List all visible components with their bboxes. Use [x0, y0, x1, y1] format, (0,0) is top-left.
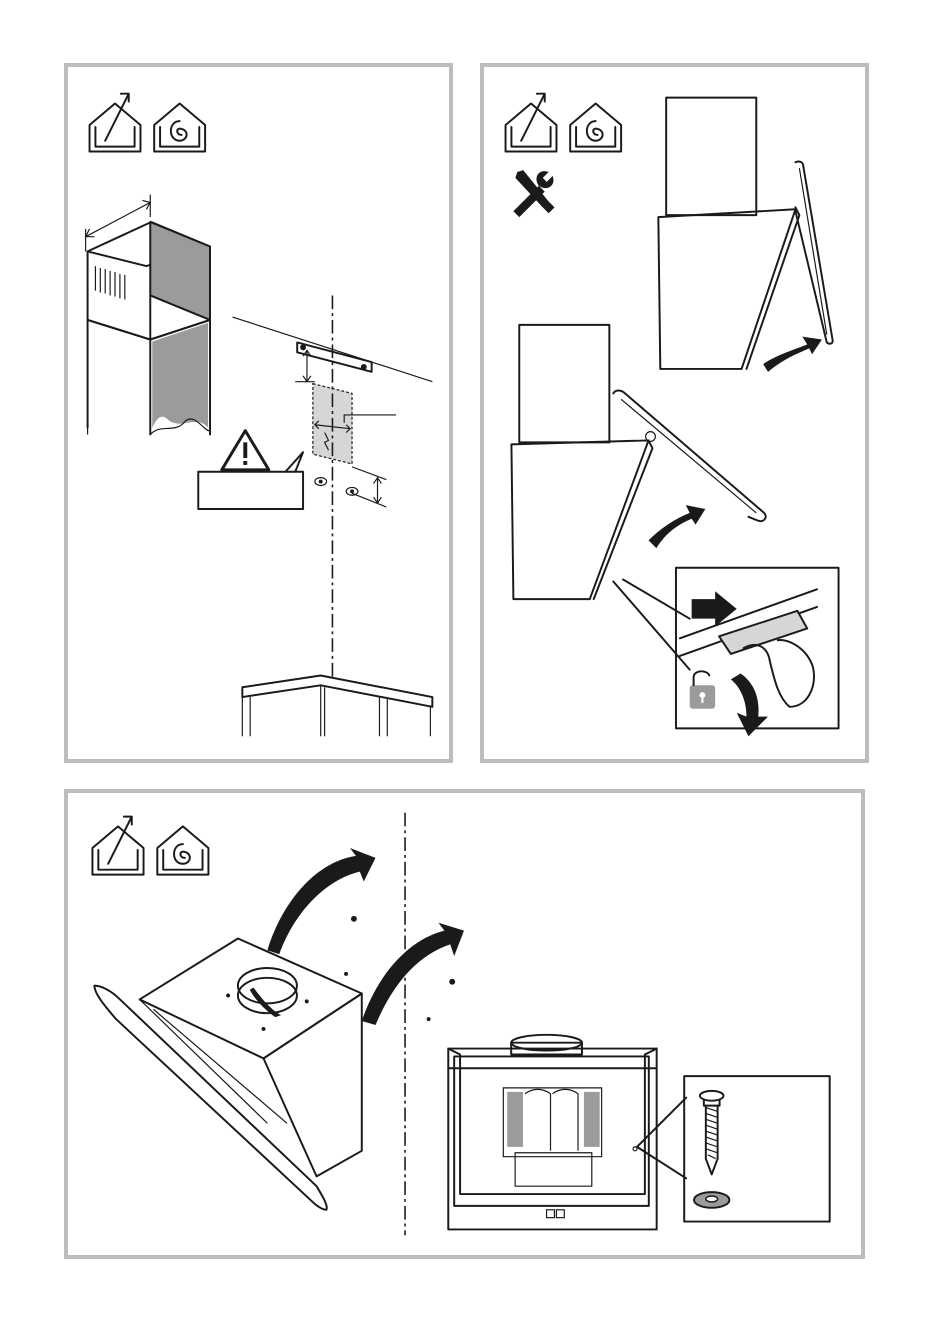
- exhaust-collar: [238, 968, 297, 1017]
- fan-motor: [503, 1088, 601, 1186]
- recirculation-house-icon: [154, 103, 205, 151]
- ducted-exhaust-house-icon: [92, 817, 143, 875]
- hang-arrow-1: [267, 848, 375, 954]
- vent-slots: [95, 266, 124, 299]
- hood-lower: [511, 325, 765, 599]
- exhaust-collar-front: [511, 1035, 582, 1055]
- hood-front-view: [448, 1035, 656, 1230]
- chimney-width-dimension: [86, 195, 151, 252]
- screw-and-washer-icon: [684, 1076, 829, 1221]
- screw: [700, 1091, 724, 1175]
- zoom-callout-lines: [613, 580, 689, 670]
- control-buttons: [547, 1210, 565, 1218]
- open-glass-panel-illustration: [484, 67, 865, 759]
- panel-chimney-mounting: [64, 63, 453, 763]
- warning-callout: [198, 431, 303, 509]
- tools-icon: [513, 170, 554, 217]
- ducted-exhaust-house-icon: [90, 94, 141, 152]
- wall-plugs: [315, 478, 358, 496]
- chimney-mounting-illustration: [68, 67, 449, 759]
- ducted-exhaust-house-icon: [506, 94, 557, 152]
- chimney-cover: [88, 222, 210, 435]
- hang-arrow-2: [362, 923, 464, 1025]
- panel-hang-hood: [64, 789, 865, 1259]
- recirculation-house-icon: [570, 103, 621, 151]
- hang-hood-illustration: [68, 793, 861, 1255]
- drilling-template: [313, 384, 396, 464]
- washer: [694, 1192, 729, 1208]
- glass-panel: [795, 161, 832, 343]
- hood-body: [94, 938, 361, 1209]
- glass-panel-open: [613, 390, 765, 521]
- kitchen-cabinet: [242, 675, 432, 736]
- unlock-padlock-icon: [690, 671, 715, 708]
- screw-distance-dimension: [352, 467, 386, 507]
- panel-open-glass: [480, 63, 869, 763]
- zoom-detail: [676, 568, 839, 736]
- open-arrow-upper: [763, 337, 822, 372]
- open-arrow-lower: [649, 505, 706, 548]
- wall-bracket: [297, 342, 371, 371]
- hood-upper: [658, 98, 832, 369]
- warning-triangle-icon: [222, 431, 269, 470]
- recirculation-house-icon: [157, 826, 208, 874]
